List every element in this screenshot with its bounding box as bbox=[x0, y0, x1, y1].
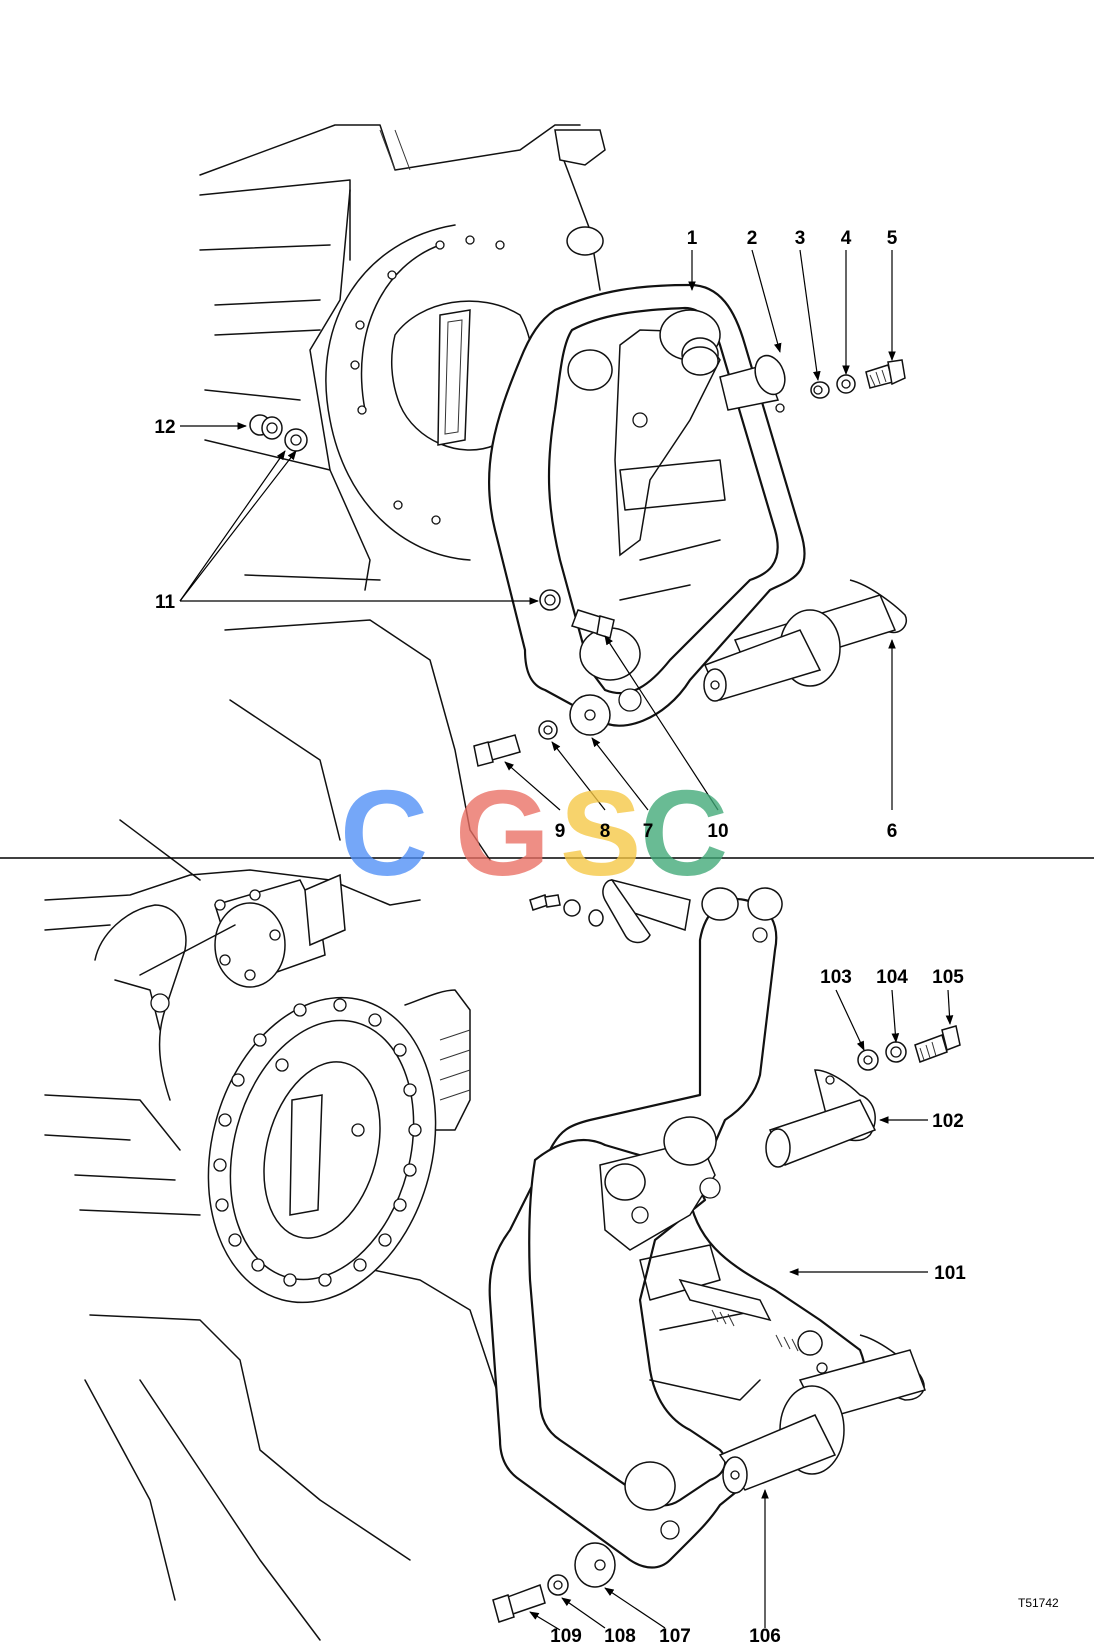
callout-7: 7 bbox=[643, 821, 654, 842]
watermark-letter-c1: C bbox=[340, 765, 428, 901]
lower-flange-plate bbox=[207, 996, 437, 1304]
upper-pin-2 bbox=[681, 346, 786, 413]
callout-10: 10 bbox=[707, 821, 728, 842]
callout-12: 12 bbox=[154, 417, 175, 438]
watermark-letter-g: G bbox=[455, 765, 550, 901]
callout-102: 102 bbox=[932, 1111, 964, 1132]
upper-chassis bbox=[119, 124, 606, 881]
callout-8: 8 bbox=[600, 821, 611, 842]
callout-107: 107 bbox=[659, 1626, 691, 1647]
callout-1: 1 bbox=[687, 228, 698, 249]
callout-106: 106 bbox=[749, 1626, 781, 1647]
bushing-icon bbox=[810, 381, 830, 399]
upper-view bbox=[119, 124, 907, 881]
upper-nut-12 bbox=[249, 414, 308, 452]
callout-103: 103 bbox=[820, 967, 852, 988]
callout-5: 5 bbox=[887, 228, 898, 249]
lower-bolt-109 bbox=[492, 1584, 546, 1623]
callout-104: 104 bbox=[876, 967, 908, 988]
lower-small-parts bbox=[529, 879, 691, 944]
upper-bolt-10 bbox=[571, 609, 615, 639]
callout-6: 6 bbox=[887, 821, 898, 842]
lower-pin-102 bbox=[765, 1069, 877, 1168]
drawing-reference: T51742 bbox=[1018, 1596, 1059, 1610]
lower-bracket bbox=[488, 887, 867, 1569]
lower-view bbox=[44, 869, 961, 1641]
lower-pin-106 bbox=[718, 1334, 926, 1494]
upper-pin-6 bbox=[703, 579, 907, 702]
lower-chassis bbox=[44, 869, 501, 1641]
callout-105: 105 bbox=[932, 967, 964, 988]
callout-11: 11 bbox=[155, 592, 176, 613]
upper-bolt-9 bbox=[473, 734, 521, 767]
callout-2: 2 bbox=[747, 228, 758, 249]
washer-icon bbox=[836, 374, 856, 394]
callout-3: 3 bbox=[795, 228, 806, 249]
callout-101: 101 bbox=[934, 1263, 966, 1284]
callout-labels: 1 2 3 4 5 6 7 8 9 10 11 12 101 102 103 1… bbox=[154, 228, 1059, 1647]
callout-109: 109 bbox=[550, 1626, 582, 1647]
leader-lines bbox=[179, 249, 954, 1631]
upper-washer-11b bbox=[539, 589, 561, 611]
upper-washer-8 bbox=[538, 720, 558, 740]
lower-bolt-105 bbox=[914, 1025, 961, 1063]
callout-4: 4 bbox=[841, 228, 852, 249]
bolt-icon bbox=[865, 359, 906, 389]
callout-108: 108 bbox=[604, 1626, 636, 1647]
lower-bushing-103 bbox=[857, 1049, 879, 1071]
watermark-letter-c2: C bbox=[640, 765, 728, 901]
watermark-letter-s: S bbox=[560, 765, 641, 901]
lower-washer-104 bbox=[885, 1041, 907, 1063]
lower-washer-107 bbox=[574, 1542, 616, 1588]
watermark: C G S C bbox=[340, 765, 728, 901]
callout-9: 9 bbox=[555, 821, 566, 842]
upper-washer-7 bbox=[569, 694, 611, 736]
lower-washer-108 bbox=[547, 1574, 569, 1596]
